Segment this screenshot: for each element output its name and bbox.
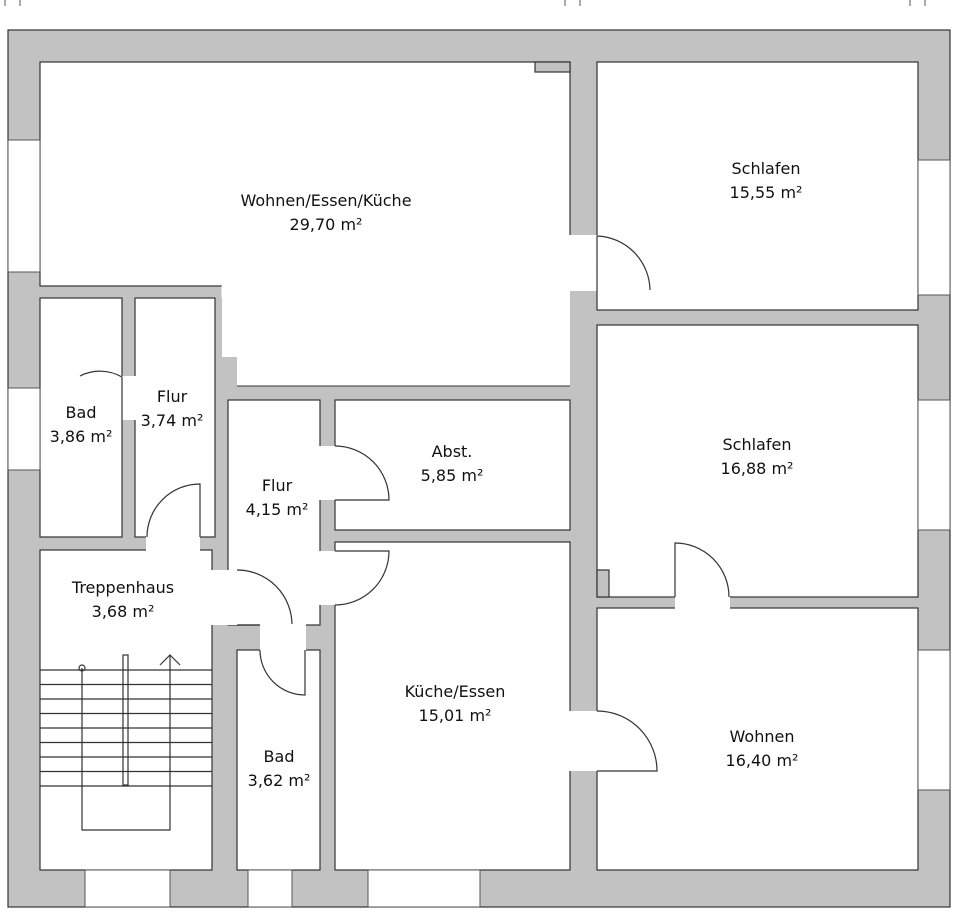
room-area: 4,15 m² (246, 500, 309, 519)
room-name: Schlafen (732, 159, 801, 178)
windows (7, 139, 951, 908)
room-name: Treppenhaus (71, 578, 174, 597)
room-name: Wohnen/Essen/Küche (240, 191, 411, 210)
staircase (40, 654, 212, 831)
room-area: 29,70 m² (290, 215, 363, 234)
room-area: 5,85 m² (421, 466, 484, 485)
room-area: 16,40 m² (726, 751, 799, 770)
room-name: Bad (66, 403, 97, 422)
room-name: Wohnen (730, 727, 795, 746)
room-labels: Wohnen/Essen/Küche 29,70 m² Schlafen 15,… (50, 159, 803, 790)
room-name: Flur (262, 476, 293, 495)
room-area: 3,68 m² (92, 602, 155, 621)
doors (79, 235, 730, 772)
room-name: Schlafen (723, 435, 792, 454)
room-area: 16,88 m² (721, 459, 794, 478)
dimension-ticks (4, 0, 926, 6)
room-area: 3,74 m² (141, 411, 204, 430)
room-name: Flur (157, 387, 188, 406)
room-name: Küche/Essen (405, 682, 506, 701)
room-name: Bad (264, 747, 295, 766)
room-name: Abst. (432, 442, 473, 461)
room-area: 3,62 m² (248, 771, 311, 790)
room-area: 15,55 m² (730, 183, 803, 202)
rooms (39, 61, 919, 871)
room-area: 3,86 m² (50, 427, 113, 446)
room-area: 15,01 m² (419, 706, 492, 725)
